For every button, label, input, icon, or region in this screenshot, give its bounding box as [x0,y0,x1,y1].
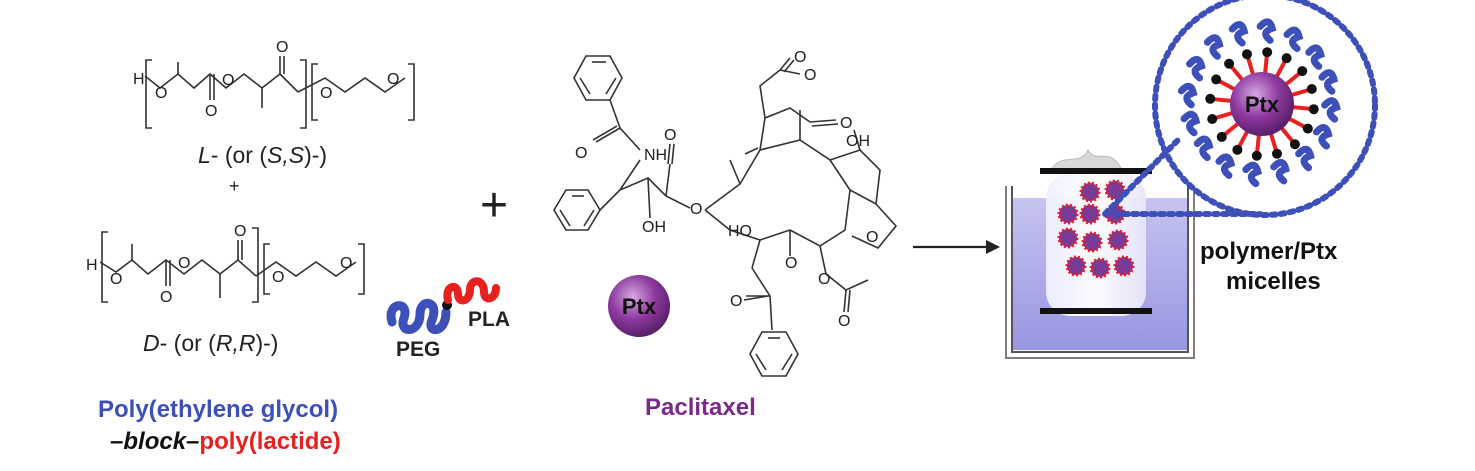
caption-line2: –block–poly(lactide) [110,428,341,455]
peg-coil [1295,145,1315,172]
micelle-core [1230,72,1294,136]
micelle-caption-line1: polymer/Ptx [1200,238,1338,265]
peg-coil [1186,55,1206,82]
junction-dot [1272,148,1283,159]
peg-coil [1177,82,1198,109]
small-plus: + [229,176,240,196]
atom-o-ester: O [664,127,676,144]
atom-ho-core: HO [728,223,752,240]
junction-dot [1308,104,1319,115]
peg-coil [1270,158,1290,185]
d-stereo-label: D- (or (R,R)-) [143,330,279,356]
atom-h-l: H [133,71,145,88]
junction-dot [1297,66,1308,77]
atom-o-link: O [690,201,702,218]
atom-o-d6: O [340,255,352,272]
atom-o-bz2: O [785,255,797,272]
atom-o-l5: O [320,85,332,102]
l-polymer-structure [144,56,415,129]
junction-dot [1251,150,1262,161]
micelle-caption-line2: micelles [1226,268,1321,295]
atom-o-l4: O [276,39,288,56]
junction-dot [1232,144,1243,155]
pla-label: PLA [468,308,510,331]
bag-clip-bottom [1040,308,1152,314]
atom-o-l6: O [387,71,399,88]
atom-oh-top: OH [846,133,870,150]
peg-coil [1228,21,1249,47]
big-plus: + [480,179,509,232]
paclitaxel-structure [553,55,898,377]
ptx-ball [608,275,670,337]
atom-o-bz3: O [730,293,742,310]
atom-o-ketone: O [840,115,852,132]
peg-coil [1180,110,1201,137]
junction-dot [1306,83,1317,94]
reaction-arrow [913,240,1000,254]
junction-dot [1207,114,1218,125]
peg-coil [1283,26,1304,53]
atom-o-ac2: O [804,67,816,84]
peg-coil [386,299,451,334]
bag-clip-top [1040,168,1152,174]
junction-dot [1281,53,1292,64]
peg-coil [1312,124,1333,150]
junction-dot [1289,139,1300,150]
atom-o-d5: O [272,269,284,286]
junction-dot [1241,49,1252,60]
peg-coil [1215,153,1236,179]
zoom-callout [1102,0,1378,218]
l-stereo-label: L- (or (S,S)-) [198,142,328,168]
atom-o-oxetane: O [866,229,878,246]
atom-o-ac1: O [794,49,806,66]
peg-coil [1305,44,1325,70]
atom-o-d1: O [110,271,122,288]
atom-oh-side: OH [642,219,666,236]
atom-o-l2: O [222,72,234,89]
peg-pla-cartoon [386,277,500,334]
micelle-core-label: Ptx [1245,92,1280,117]
atom-o-d3: O [160,289,172,306]
junction-dot [1205,93,1216,104]
junction-dot [1262,47,1273,58]
junction-dot [1216,131,1227,142]
paclitaxel-caption: Paclitaxel [645,394,756,421]
junction-dot [1224,58,1235,69]
dialysis-bag-top [1049,148,1123,173]
atom-o-l1: O [155,85,167,102]
micelle-enlarged [1177,18,1341,188]
atom-o-d4: O [234,223,246,240]
junction-dot [1302,123,1313,134]
peg-coil [1321,97,1341,123]
junction-dot [1211,74,1222,85]
ptx-ball-label: Ptx [622,294,657,319]
peg-coil [1256,18,1277,44]
peg-coil [1242,161,1262,188]
atom-o-d2: O [178,255,190,272]
atom-o-l3: O [205,103,217,120]
dialysis-beaker [1005,148,1195,359]
peg-label: PEG [396,338,441,361]
atom-h-d: H [86,257,98,274]
peg-coil [1318,69,1339,95]
atom-o-bz: O [575,145,587,162]
atom-o-ac3: O [818,271,830,288]
peg-coil [1203,34,1224,60]
caption-line1: Poly(ethylene glycol) [98,396,339,423]
d-polymer-structure [99,227,365,303]
peg-coil [1193,135,1214,162]
atom-o-ac4: O [838,313,850,330]
atom-nh: NH [644,147,667,164]
pla-coil [443,277,500,305]
